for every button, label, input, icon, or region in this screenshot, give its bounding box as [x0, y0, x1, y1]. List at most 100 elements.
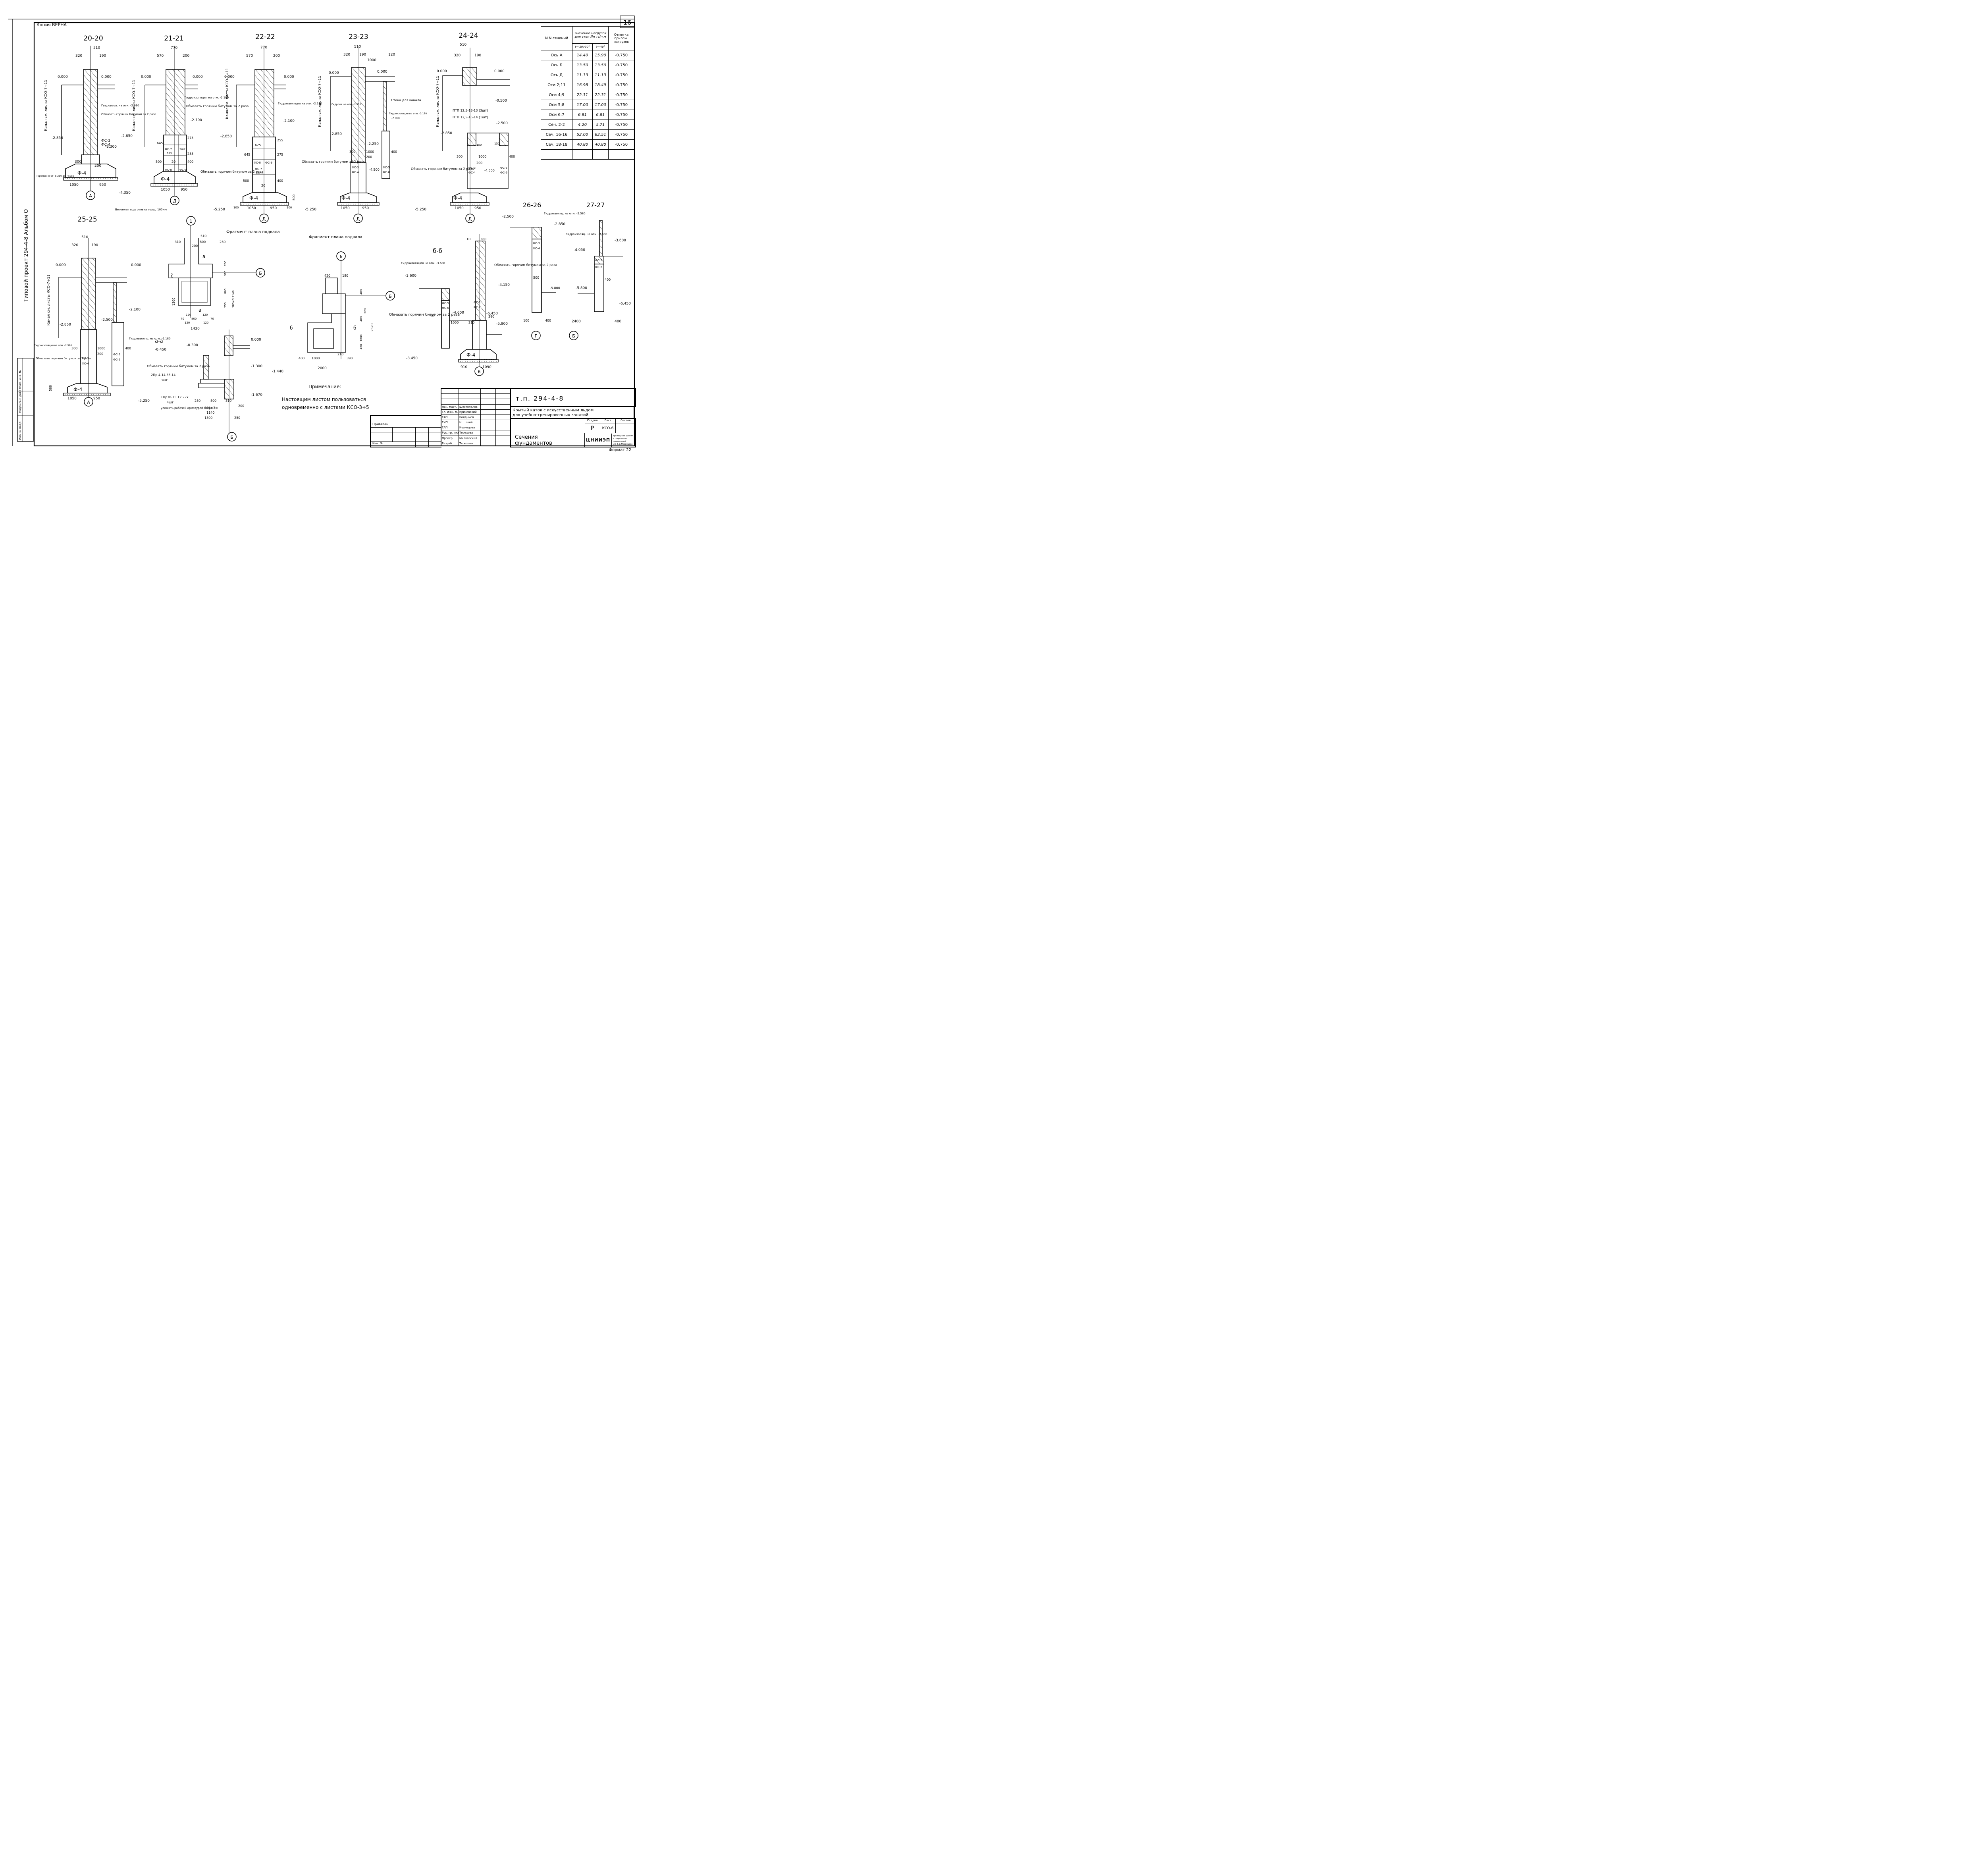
section-22-22: 22-22 770 570 200 0.000 0.000 -2.100 -2.…: [200, 33, 322, 223]
row-load-t20: 6.81: [572, 110, 593, 120]
svg-text:1090: 1090: [482, 365, 491, 369]
svg-text:300: 300: [457, 155, 463, 158]
bound-label: Привязан: [372, 422, 389, 426]
svg-text:2400: 2400: [572, 320, 581, 324]
svg-text:ФС-4: ФС-4: [533, 247, 540, 250]
svg-text:300: 300: [349, 150, 355, 154]
svg-text:190: 190: [474, 54, 481, 58]
svg-text:-5.250: -5.250: [138, 399, 150, 403]
svg-text:а-а: а-а: [155, 338, 163, 344]
svg-text:Канал см. листы КСО-7÷11: Канал см. листы КСО-7÷11: [225, 68, 229, 119]
row-elevation: -0.750: [608, 100, 634, 110]
svg-text:800: 800: [210, 399, 216, 403]
svg-text:ФС-6: ФС-6: [113, 358, 120, 361]
svg-text:-2.100: -2.100: [129, 308, 141, 312]
svg-text:1000: 1000: [312, 357, 320, 360]
svg-text:400: 400: [277, 179, 283, 183]
svg-text:200: 200: [476, 161, 482, 165]
row-section: [541, 149, 572, 160]
svg-text:400: 400: [605, 278, 611, 281]
svg-text:570: 570: [157, 54, 164, 58]
row-section: Ось Д: [541, 70, 572, 80]
svg-text:ФС-5: ФС-5: [595, 259, 602, 262]
svg-text:770: 770: [260, 46, 267, 50]
svg-text:ФС-7: ФС-7: [255, 168, 262, 171]
svg-text:ФС-3: ФС-3: [101, 139, 110, 143]
section-25-25: 25-25 510 320 190 0.000 0.000 -2.100 -2.…: [34, 216, 171, 407]
svg-text:800: 800: [224, 289, 227, 294]
svg-text:б-б: б-б: [433, 247, 442, 255]
svg-text:-3.300: -3.300: [105, 145, 117, 149]
svg-text:Обмазать горячим битумом за 2: Обмазать горячим битумом за 2 раза: [36, 357, 91, 360]
svg-text:Гидроизоляция на отм. -2.180: Гидроизоляция на отм. -2.180: [389, 112, 427, 115]
signer-name: Терехова: [459, 430, 481, 436]
svg-text:а: а: [198, 307, 201, 313]
svg-text:ФС-4: ФС-4: [82, 362, 89, 365]
svg-text:ФС-6: ФС-6: [595, 266, 602, 269]
svg-text:1050: 1050: [69, 183, 79, 187]
svg-text:120: 120: [203, 321, 208, 324]
section-b-b: б-б 10 380 -3.600 -4.600 400 1000 210 39…: [389, 234, 508, 376]
row-elevation: [608, 149, 634, 160]
svg-text:1000: 1000: [366, 150, 374, 154]
stage-label: Стадия: [585, 419, 600, 424]
svg-text:275: 275: [277, 153, 283, 156]
svg-text:Бетонная подготовка толщ. 100м: Бетонная подготовка толщ. 100мм: [115, 208, 167, 211]
date-cell: [459, 399, 481, 404]
svg-text:0.000: 0.000: [437, 69, 447, 73]
svg-text:950: 950: [181, 188, 187, 192]
svg-text:150: 150: [476, 143, 482, 147]
row-section: Оси 2;11: [541, 80, 572, 90]
svg-text:-0.300: -0.300: [187, 343, 198, 347]
signer-row: Рук. гр. инж.Терехова: [441, 430, 511, 436]
svg-text:0.000: 0.000: [329, 71, 339, 75]
svg-text:-2.100: -2.100: [283, 119, 295, 123]
svg-text:-2.850: -2.850: [121, 134, 133, 138]
svg-text:ФС-9: ФС-9: [179, 168, 187, 172]
svg-text:625: 625: [167, 152, 172, 155]
svg-text:200: 200: [192, 244, 198, 248]
svg-text:Обмазать горячим битумом за 2: Обмазать горячим битумом за 2 раза: [101, 113, 156, 116]
svg-text:2Пр 4-14.38.14: 2Пр 4-14.38.14: [151, 373, 175, 377]
svg-text:400: 400: [125, 347, 131, 350]
date-cell: [441, 399, 459, 404]
svg-text:510: 510: [460, 43, 466, 47]
svg-text:150: 150: [494, 142, 499, 145]
date-cell: [496, 409, 511, 415]
svg-text:510: 510: [93, 46, 100, 50]
svg-text:-4.350: -4.350: [119, 191, 131, 195]
svg-text:А: А: [89, 193, 92, 199]
date-cell: [496, 420, 511, 425]
svg-text:950: 950: [474, 206, 481, 210]
svg-text:-2.850: -2.850: [441, 131, 452, 135]
side-project-label: Типовой проект 294-4-8 Альбом О: [23, 209, 29, 302]
signature-cell: [481, 415, 496, 420]
signer-row: Нач. маст.Шестопалов: [441, 404, 511, 409]
svg-text:Гидроизоляц. на отм. -2.180: Гидроизоляц. на отм. -2.180: [129, 337, 171, 340]
svg-text:-1.300: -1.300: [251, 364, 262, 368]
svg-text:-0.450: -0.450: [155, 348, 166, 352]
note-line-1: Настоящим листом пользоваться: [282, 397, 366, 402]
row-section: Ось Б: [541, 60, 572, 70]
row-elevation: -0.750: [608, 90, 634, 100]
svg-text:250: 250: [171, 273, 174, 278]
signature-cell: [481, 436, 496, 441]
svg-text:Канал см. листы КСО-7÷11: Канал см. листы КСО-7÷11: [132, 80, 136, 131]
svg-text:400: 400: [391, 150, 397, 154]
svg-text:ФС-5: ФС-5: [442, 302, 449, 305]
svg-text:950: 950: [93, 397, 100, 401]
svg-text:500: 500: [292, 195, 296, 201]
svg-text:26-26: 26-26: [523, 201, 542, 209]
svg-text:250: 250: [220, 240, 225, 244]
col-elevation-header: Отметка прилож. нагрузок: [608, 26, 634, 50]
signer-role: ГАП: [441, 415, 459, 420]
format-label: Формат 22: [609, 448, 631, 452]
svg-text:20: 20: [172, 160, 175, 164]
signer-name: Шестопалов: [459, 404, 481, 409]
svg-text:390: 390: [488, 315, 494, 318]
section-23-23: 23-23 510 320 190 1000 120 0.000 0.000 -…: [302, 33, 427, 223]
